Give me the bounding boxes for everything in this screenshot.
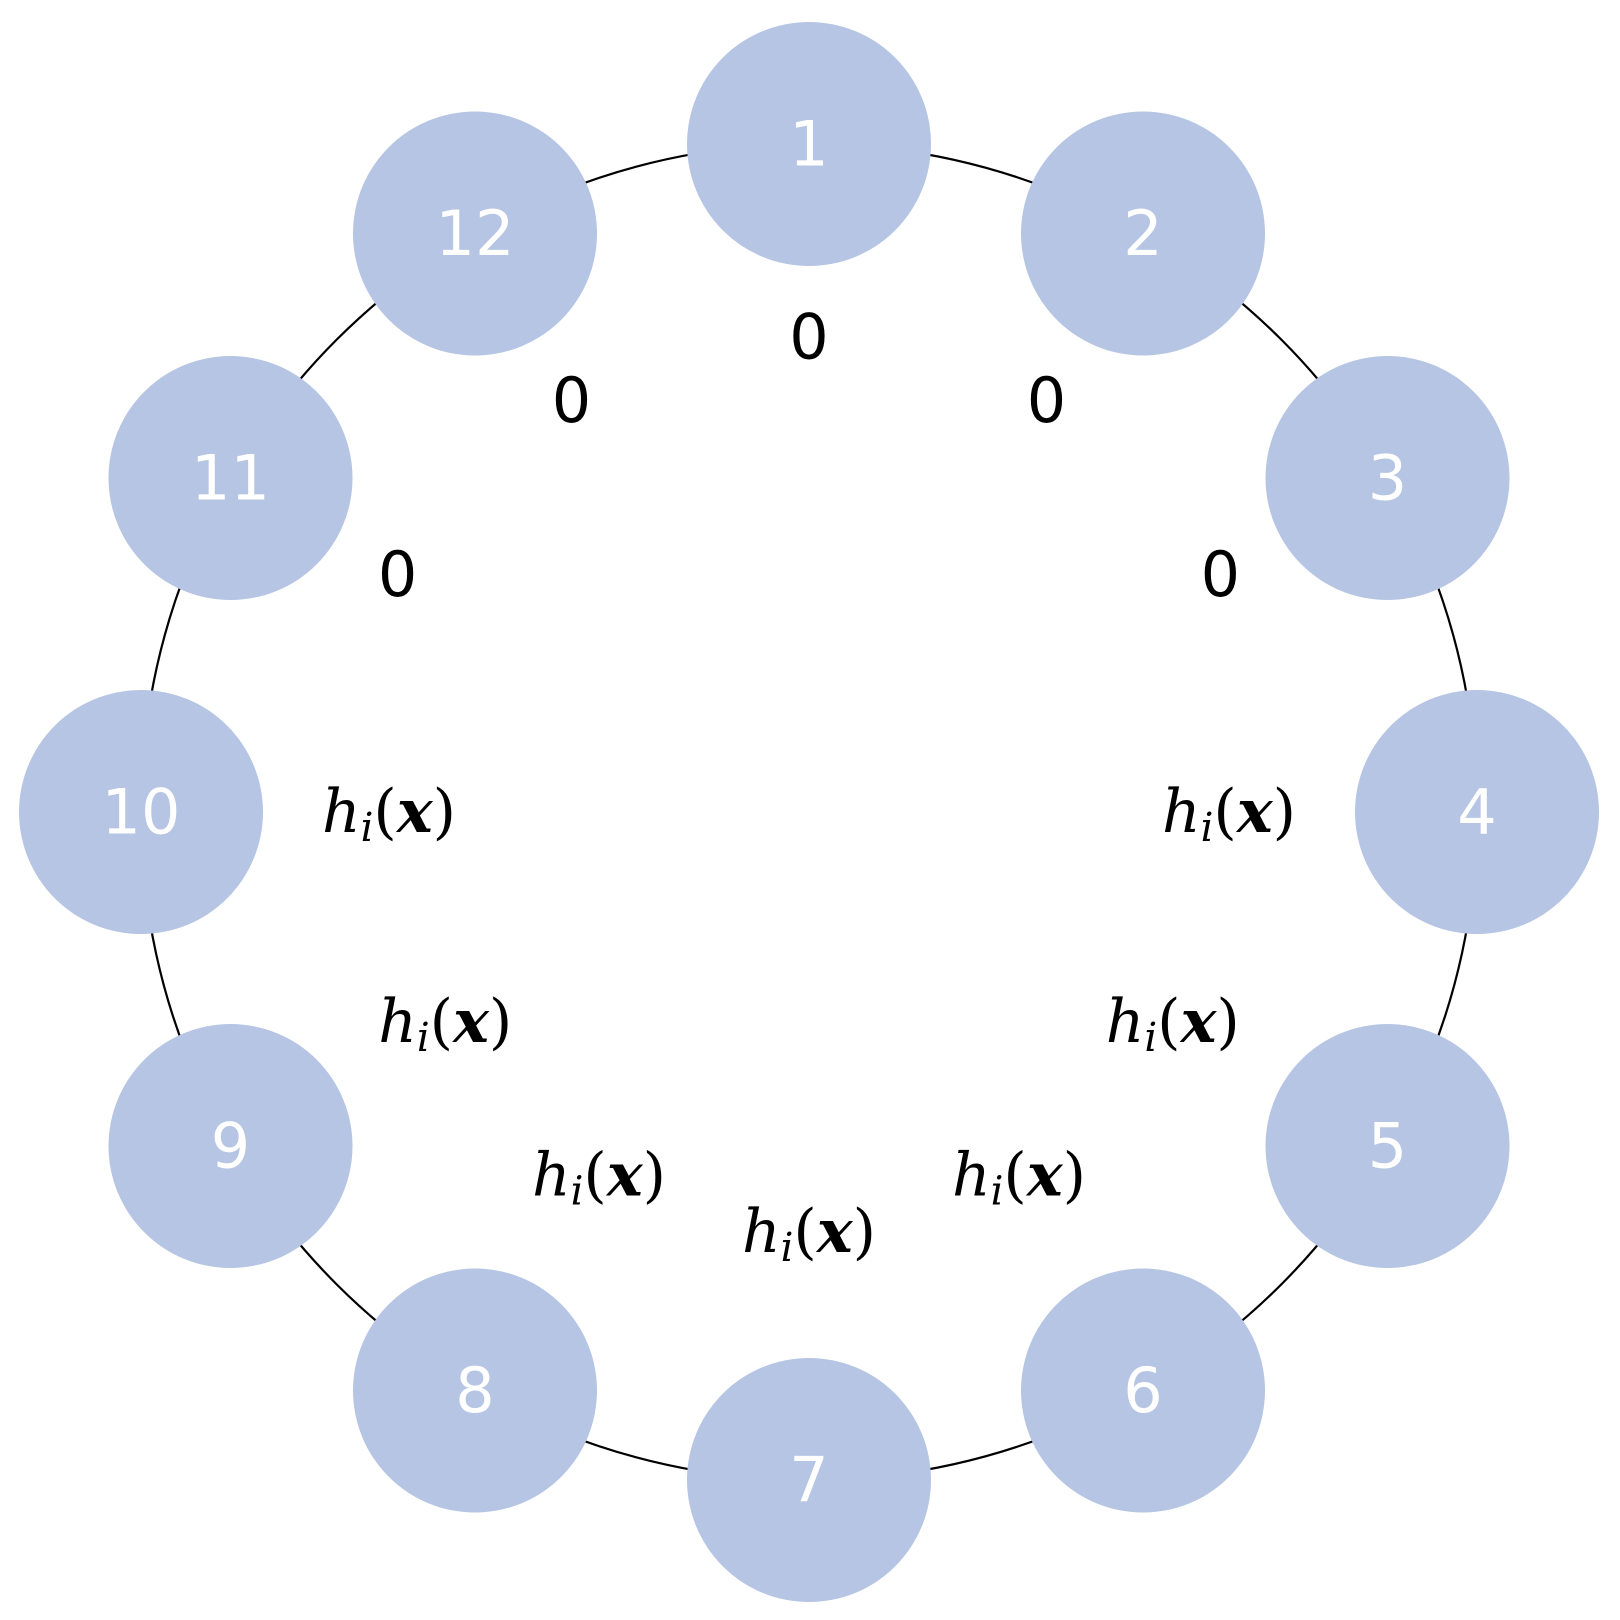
node-12: 12	[353, 111, 597, 356]
h-of-x-label: hi(x)	[742, 1197, 876, 1271]
function-symbol: h	[1162, 777, 1201, 847]
argument: x	[1179, 987, 1218, 1057]
open-paren: (	[430, 987, 453, 1057]
node-label: 9	[211, 1110, 250, 1183]
node-9: 9	[108, 1024, 353, 1268]
subscript: i	[571, 1169, 584, 1215]
node-3: 3	[1265, 356, 1510, 600]
h-of-x-label: hi(x)	[1106, 987, 1240, 1061]
node-label: 5	[1368, 1110, 1407, 1183]
h-of-x-label: hi(x)	[532, 1141, 666, 1215]
zero-label: 0	[1201, 538, 1240, 611]
close-paren: )	[433, 777, 456, 847]
zero-label: 0	[1027, 364, 1066, 437]
close-paren: )	[1063, 1141, 1086, 1211]
function-symbol: h	[378, 987, 417, 1057]
node-label: 1	[789, 108, 828, 181]
subscript: i	[1201, 805, 1214, 851]
node-label: 2	[1123, 197, 1162, 270]
h-of-x-label: hi(x)	[378, 987, 512, 1061]
open-paren: (	[583, 1141, 606, 1211]
node-label: 8	[455, 1354, 494, 1427]
argument: x	[395, 777, 434, 847]
node-label: 12	[436, 197, 515, 270]
node-1: 1	[687, 22, 931, 266]
close-paren: )	[643, 1141, 666, 1211]
function-symbol: h	[322, 777, 361, 847]
subscript: i	[417, 1015, 430, 1061]
close-paren: )	[1273, 777, 1296, 847]
open-paren: (	[373, 777, 396, 847]
node-circle	[353, 111, 597, 356]
node-circle	[19, 690, 263, 934]
node-circle	[1021, 1268, 1265, 1513]
close-paren: )	[853, 1197, 876, 1267]
node-5: 5	[1265, 1024, 1510, 1268]
node-circle	[108, 356, 353, 600]
node-11: 11	[108, 356, 353, 600]
zero-label: 0	[789, 301, 828, 374]
function-symbol: h	[1106, 987, 1145, 1057]
open-paren: (	[793, 1197, 816, 1267]
node-circle	[353, 1268, 597, 1513]
node-7: 7	[687, 1358, 931, 1602]
argument: x	[451, 987, 490, 1057]
zero-label: 0	[378, 538, 417, 611]
function-symbol: h	[742, 1197, 781, 1267]
argument: x	[605, 1141, 644, 1211]
open-paren: (	[1003, 1141, 1026, 1211]
node-label: 4	[1457, 776, 1496, 849]
node-8: 8	[353, 1268, 597, 1513]
function-symbol: h	[952, 1141, 991, 1211]
node-label: 11	[191, 442, 270, 515]
node-4: 4	[1355, 690, 1599, 934]
node-circle	[687, 22, 931, 266]
node-10: 10	[19, 690, 263, 934]
node-label: 7	[789, 1444, 828, 1517]
node-label: 3	[1368, 442, 1407, 515]
node-circle	[1265, 1024, 1510, 1268]
node-circle	[108, 1024, 353, 1268]
h-of-x-label: hi(x)	[322, 777, 456, 851]
node-circle	[1355, 690, 1599, 934]
node-circle	[1021, 111, 1265, 356]
node-label: 10	[102, 776, 181, 849]
node-label: 6	[1123, 1354, 1162, 1427]
argument: x	[815, 1197, 854, 1267]
function-symbol: h	[532, 1141, 571, 1211]
open-paren: (	[1213, 777, 1236, 847]
subscript: i	[991, 1169, 1004, 1215]
argument: x	[1025, 1141, 1064, 1211]
close-paren: )	[1216, 987, 1239, 1057]
h-of-x-label: hi(x)	[952, 1141, 1086, 1215]
node-6: 6	[1021, 1268, 1265, 1513]
open-paren: (	[1157, 987, 1180, 1057]
argument: x	[1235, 777, 1274, 847]
subscript: i	[781, 1225, 794, 1271]
subscript: i	[1144, 1015, 1157, 1061]
h-of-x-label: hi(x)	[1162, 777, 1296, 851]
node-2: 2	[1021, 111, 1265, 356]
node-circle	[687, 1358, 931, 1602]
node-circle	[1265, 356, 1510, 600]
subscript: i	[361, 805, 374, 851]
zero-label: 0	[552, 364, 591, 437]
close-paren: )	[489, 987, 512, 1057]
